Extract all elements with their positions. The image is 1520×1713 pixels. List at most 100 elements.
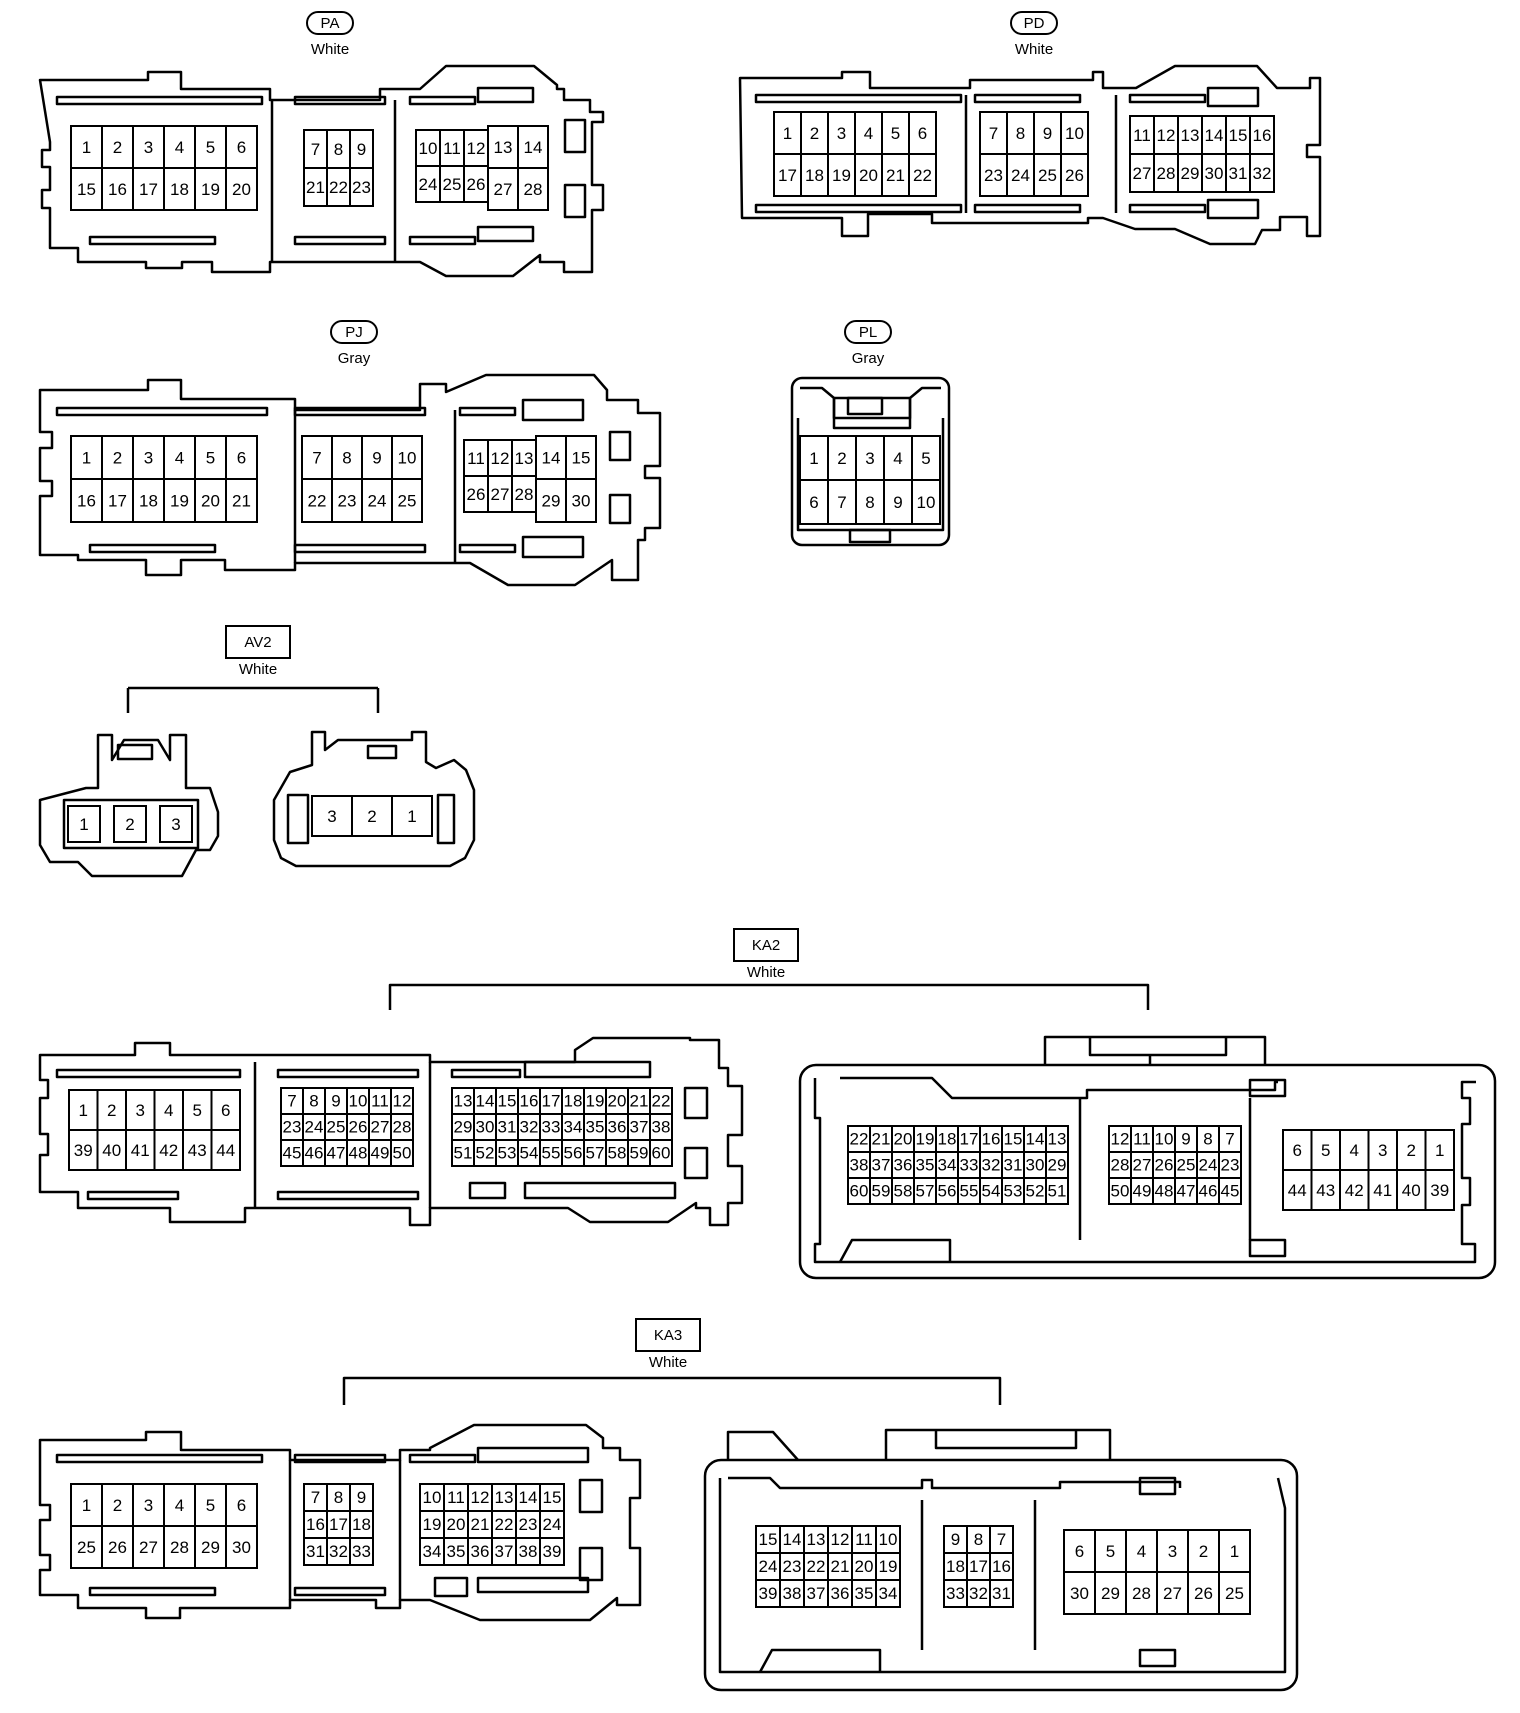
pin-number: 56 bbox=[938, 1181, 957, 1200]
pin-number: 15 bbox=[1229, 126, 1248, 145]
pin-number: 11 bbox=[855, 1530, 873, 1549]
pin-number: 6 bbox=[237, 1496, 246, 1515]
pin-number: 20 bbox=[859, 166, 878, 185]
connector-color-PL: Gray bbox=[852, 350, 885, 367]
pin-number: 28 bbox=[1132, 1584, 1151, 1603]
pin-number: 22 bbox=[850, 1129, 869, 1148]
pin-number: 22 bbox=[807, 1557, 826, 1576]
connector-id-PL: PL bbox=[859, 324, 877, 341]
pin-cavity bbox=[1249, 115, 1275, 155]
pin-cavity bbox=[467, 1537, 493, 1566]
connector-id-AV2: AV2 bbox=[244, 634, 271, 651]
pin-number: 29 bbox=[201, 1538, 220, 1557]
pin-cavity bbox=[773, 153, 802, 197]
pin-number: 29 bbox=[1101, 1584, 1120, 1603]
pin-number: 6 bbox=[1075, 1542, 1084, 1561]
pin-number: 20 bbox=[201, 492, 220, 511]
pin-cavity bbox=[159, 805, 193, 843]
pin-cavity bbox=[1367, 1129, 1398, 1171]
pin-number: 1 bbox=[407, 807, 416, 826]
pin-number: 2 bbox=[107, 1101, 116, 1120]
pin-number: 26 bbox=[1194, 1584, 1213, 1603]
connector-color-KA2: White bbox=[747, 964, 785, 981]
pin-number: 24 bbox=[1011, 166, 1030, 185]
pin-number: 8 bbox=[974, 1530, 983, 1549]
pin-number: 11 bbox=[1133, 126, 1151, 145]
pin-number: 28 bbox=[1157, 164, 1176, 183]
pin-number: 10 bbox=[423, 1488, 442, 1507]
pin-number: 13 bbox=[1048, 1129, 1067, 1148]
pin-number: 18 bbox=[564, 1091, 583, 1110]
pin-cavity bbox=[70, 125, 103, 169]
pin-number: 27 bbox=[1163, 1584, 1182, 1603]
pin-number: 9 bbox=[893, 493, 902, 512]
pin-cavity bbox=[827, 153, 856, 197]
pin-number: 37 bbox=[872, 1155, 891, 1174]
pin-number: 12 bbox=[471, 1488, 490, 1507]
pin-number: 43 bbox=[1316, 1181, 1335, 1200]
pin-number: 32 bbox=[1253, 164, 1272, 183]
pin-cavity bbox=[101, 167, 134, 211]
pin-number: 35 bbox=[916, 1155, 935, 1174]
pin-number: 11 bbox=[447, 1488, 465, 1507]
pin-cavity bbox=[979, 111, 1008, 155]
connector-PJ-outline bbox=[38, 373, 662, 587]
pin-cavity bbox=[351, 795, 393, 837]
pin-cavity bbox=[70, 478, 103, 523]
pin-number: 33 bbox=[352, 1542, 371, 1561]
pin-number: 22 bbox=[913, 166, 932, 185]
pin-number: 1 bbox=[79, 1101, 88, 1120]
pin-number: 14 bbox=[1026, 1129, 1045, 1148]
pin-number: 20 bbox=[232, 180, 251, 199]
pin-number: 16 bbox=[306, 1515, 325, 1534]
pin-number: 36 bbox=[831, 1584, 850, 1603]
pin-number: 24 bbox=[759, 1557, 778, 1576]
pin-cavity bbox=[96, 1129, 127, 1171]
pin-number: 25 bbox=[1225, 1584, 1244, 1603]
pin-number: 57 bbox=[916, 1181, 935, 1200]
pin-number: 1 bbox=[82, 1496, 91, 1515]
connector-KA2-outline bbox=[38, 983, 1497, 1280]
pin-cavity bbox=[911, 435, 941, 481]
pin-cavity bbox=[1218, 1529, 1251, 1573]
pin-number: 20 bbox=[894, 1129, 913, 1148]
pin-cavity bbox=[875, 1579, 901, 1608]
pin-number: 44 bbox=[1288, 1181, 1307, 1200]
pin-number: 57 bbox=[586, 1143, 605, 1162]
pin-number: 8 bbox=[865, 493, 874, 512]
pin-number: 33 bbox=[960, 1155, 979, 1174]
pin-number: 15 bbox=[77, 180, 96, 199]
pin-cavity bbox=[391, 435, 423, 480]
connector-PL-label: PL Gray bbox=[844, 320, 892, 367]
pin-cavity bbox=[331, 478, 363, 523]
pin-number: 39 bbox=[74, 1141, 93, 1160]
pin-number: 20 bbox=[855, 1557, 874, 1576]
connector-PJ-label: PJ Gray bbox=[330, 320, 378, 367]
pin-cavity bbox=[875, 1525, 901, 1554]
pin-number: 13 bbox=[515, 449, 534, 468]
pin-number: 32 bbox=[520, 1117, 539, 1136]
pin-number: 30 bbox=[572, 492, 591, 511]
pin-cavity bbox=[827, 479, 857, 525]
pin-cavity bbox=[132, 435, 165, 480]
pin-number: 5 bbox=[206, 138, 215, 157]
connector-id-KA3: KA3 bbox=[654, 1327, 682, 1344]
pin-cavity bbox=[883, 479, 913, 525]
connector-PL-outline bbox=[790, 376, 951, 547]
pin-number: 54 bbox=[520, 1143, 539, 1162]
pin-number: 11 bbox=[371, 1091, 389, 1110]
pin-number: 4 bbox=[864, 124, 873, 143]
pin-number: 5 bbox=[1321, 1141, 1330, 1160]
pin-number: 55 bbox=[542, 1143, 561, 1162]
pin-number: 12 bbox=[1111, 1129, 1130, 1148]
pin-number: 54 bbox=[982, 1181, 1001, 1200]
pin-number: 51 bbox=[1048, 1181, 1067, 1200]
